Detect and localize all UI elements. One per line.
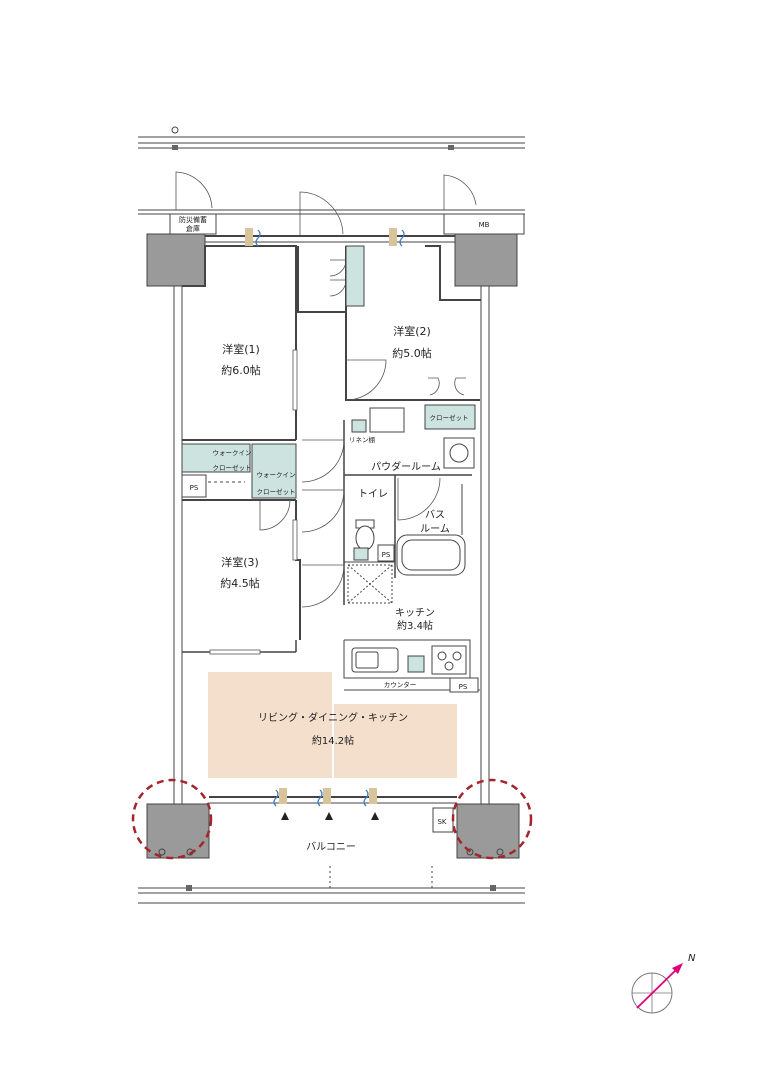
washer-drum [449,443,469,463]
compass-arrowhead [672,963,683,974]
highlight-circle-left [131,778,213,860]
walkin-closet-2 [251,443,297,499]
sliding-doors [209,349,298,655]
entrance-door [299,191,344,236]
disaster-storage-label-2: 倉庫 [186,224,200,233]
walkin-closet-1 [181,443,251,473]
western3-name: 洋室(3) [221,555,259,569]
column-bottom-left [146,803,210,859]
vanity [369,407,405,433]
column-top-left [146,233,206,287]
balcony-label: バルコニー [306,841,356,853]
ps-box-1 [181,474,207,498]
compass-needle [636,965,681,1009]
highlight-circle-right [451,778,533,860]
western2-size: 約5.0帖 [392,346,432,360]
window-marks [245,228,405,820]
counter-label: カウンター [384,680,417,689]
compass [631,963,683,1014]
western2-name: 洋室(2) [393,324,431,338]
ldk-floor-2 [334,704,457,778]
toilet-bowl [355,525,375,551]
ldk-name: リビング・ダイニング・キッチン [258,711,408,724]
closet-label: クローゼット [430,413,469,422]
ldk-floor [208,672,332,778]
linen-label: リネン棚 [349,435,376,444]
disaster-storage-label-1: 防災備蓄 [179,215,207,224]
powder-room-label: パウダールーム [371,460,441,473]
interior-doors [259,259,466,608]
sink-basin [355,651,379,669]
bath-label-2: ルーム [420,523,450,535]
fridge-space [347,564,393,604]
balcony-rail [138,848,525,904]
interior-walls [182,245,481,691]
compass-north-label: N [688,953,696,964]
walkin1-label-2: クローゼット [213,463,252,472]
ps-label-2: PS [382,551,391,559]
western1-name: 洋室(1) [222,342,260,356]
ps-label-1: PS [190,484,199,492]
walkin2-label-2: クローゼット [257,487,296,496]
kitchen-size: 約3.4帖 [397,619,433,632]
mb-label: MB [479,221,490,229]
bathtub-inner [401,539,461,571]
ps-label-3: PS [459,683,468,691]
western1-size: 約6.0帖 [221,363,261,377]
ps-box-3 [449,677,479,693]
corridor-rail [138,126,525,150]
western3-size: 約4.5帖 [220,576,260,590]
column-top-right [454,233,518,287]
washer [443,437,475,469]
walkin2-label-1: ウォークイン [257,471,296,479]
kitchen-storage [407,655,425,673]
toilet-shelf [353,547,369,561]
toilet-label: トイレ [358,489,388,500]
closet-western2 [424,404,476,430]
stove [431,645,467,675]
corridor-wall [138,171,525,235]
ps-box-2 [377,544,395,562]
kitchen-name: キッチン [395,607,435,619]
sk-label: SK [437,818,446,826]
linen-shelf [351,419,367,433]
ldk-size: 約14.2帖 [312,734,354,747]
walkin1-label-1: ウォークイン [213,449,252,457]
bath-label-1: バス [425,509,445,521]
shoe-closet [345,245,365,307]
